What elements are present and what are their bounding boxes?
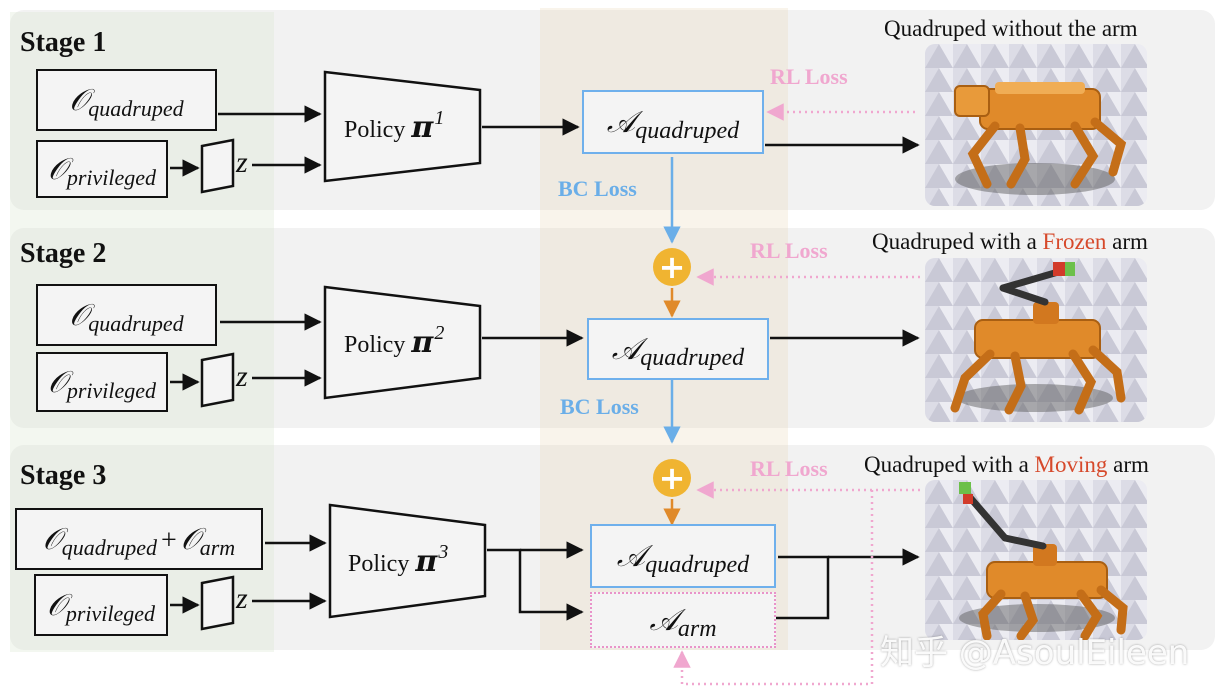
robot-image-frozen-arm: [925, 258, 1147, 422]
stage-3-title: Stage 3: [20, 460, 107, 491]
caption-stage-3: Quadruped with a Moving arm: [864, 452, 1149, 477]
caption-stage-1: Quadruped without the arm: [884, 16, 1138, 41]
loss-sum-icon-stage-2: +: [653, 248, 691, 286]
watermark: 知乎 @AsoulEileen: [880, 633, 1190, 673]
bc-loss-label-stage-1: BC Loss: [558, 176, 637, 201]
policy-block-stage-3: [328, 503, 487, 619]
encoder-stage-2: [200, 352, 235, 408]
latent-z-stage-2: z: [236, 360, 248, 393]
policy-label-stage-2: Policy π2: [344, 322, 445, 360]
rl-loss-label-stage-3: RL Loss: [750, 456, 828, 481]
encoder-stage-1: [200, 138, 235, 194]
stage-1-title: Stage 1: [20, 27, 107, 58]
rl-loss-label-stage-1: RL Loss: [770, 64, 848, 89]
latent-z-stage-3: z: [236, 582, 248, 615]
robot-image-without-arm: [925, 44, 1147, 206]
robot-image-moving-arm: [925, 480, 1147, 640]
policy-label-stage-1: Policy π1: [344, 107, 445, 145]
stage-2-title: Stage 2: [20, 238, 107, 269]
policy-block-stage-2: [323, 285, 482, 400]
policy-label-stage-3: Policy π3: [348, 541, 449, 579]
caption-stage-2: Quadruped with a Frozen arm: [872, 229, 1148, 254]
loss-sum-icon-stage-3: +: [653, 459, 691, 497]
bc-loss-label-stage-2: BC Loss: [560, 394, 639, 419]
policy-block-stage-1: [323, 70, 482, 183]
encoder-stage-3: [200, 575, 235, 631]
latent-z-stage-1: z: [236, 146, 248, 179]
rl-loss-label-stage-2: RL Loss: [750, 238, 828, 263]
